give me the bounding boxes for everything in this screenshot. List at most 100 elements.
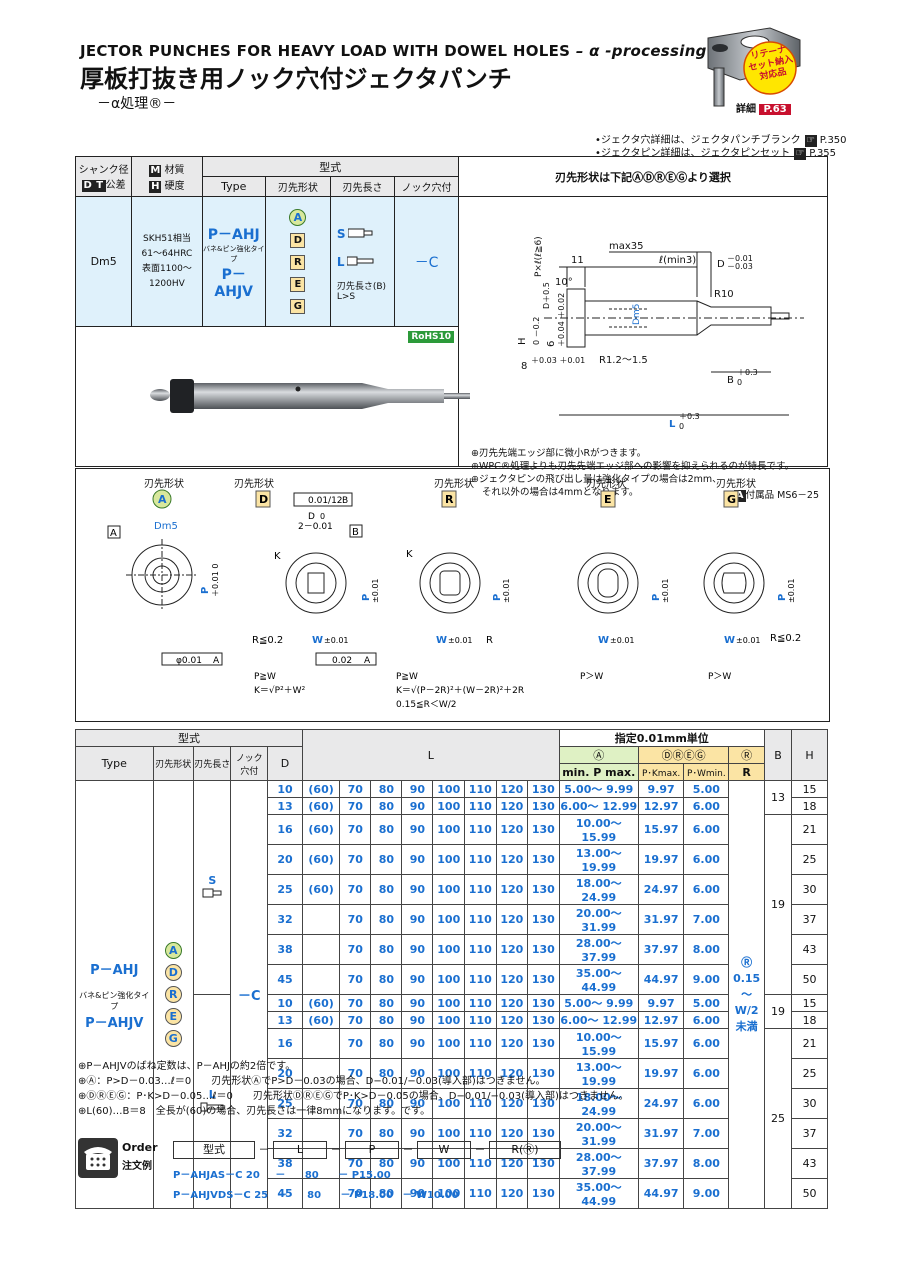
long-tip-icon xyxy=(200,1102,224,1111)
svg-text:8: 8 xyxy=(521,361,527,372)
svg-text:A: A xyxy=(110,528,117,539)
svg-text:－0.01: －0.01 xyxy=(727,254,753,263)
svg-text:0: 0 xyxy=(679,422,684,431)
svg-text:0.15≦R＜W/2: 0.15≦R＜W/2 xyxy=(396,700,457,710)
svg-text:A: A xyxy=(158,493,167,506)
svg-text:6: 6 xyxy=(546,341,557,347)
svg-text:±0.01: ±0.01 xyxy=(371,578,380,603)
svg-text:φ0.01: φ0.01 xyxy=(176,656,202,666)
select-title: 刃先形状は下記ⒶⒹⓇⒺⒼより選択 xyxy=(458,156,828,197)
svg-text:刃先形状: 刃先形状 xyxy=(586,477,626,490)
svg-text:W: W xyxy=(598,635,609,646)
footnote-4: ⊕L(60)…B＝8 全長が(60)の場合、刃先長さは一律8mmになります。です… xyxy=(78,1106,431,1117)
shank-value: Dm5 xyxy=(74,196,133,327)
retainer-badge: リテーナ セット納入 対応品 詳細 P.63 xyxy=(700,18,810,126)
drawing-notes: ⊕刃先先端エッジ部に微小Rがつきます。 ⊕WPC®処理よりも刃先先端エッジ部への… xyxy=(471,448,795,498)
svg-text:±0.01: ±0.01 xyxy=(787,578,796,603)
order-example-2: P－AHJVDS－C 25 － 80 － P18.00 － W10.00 xyxy=(173,1190,459,1201)
svg-text:D: D xyxy=(308,512,315,522)
svg-text:±0.01: ±0.01 xyxy=(736,636,761,645)
svg-text:P≧W: P≧W xyxy=(396,672,418,682)
svg-text:ℓ(min3): ℓ(min3) xyxy=(659,255,696,266)
footnote-1: ⊕P－AHJVのばね定数は、P－AHJの約2倍です。 xyxy=(78,1061,296,1072)
svg-text:E: E xyxy=(604,493,612,506)
order-label-en: Order xyxy=(122,1141,158,1154)
b-cell: 19 xyxy=(763,994,793,1029)
svg-text:B: B xyxy=(342,496,348,506)
tip-length-list: S L 刃先長さ(B) L>S xyxy=(329,196,396,327)
svg-text:P≧W: P≧W xyxy=(254,672,276,682)
svg-text:刃先形状: 刃先形状 xyxy=(144,477,184,490)
tip-shapes-section: 刃先形状 刃先形状 刃先形状 刃先形状 刃先形状 A A Dm5 P ＋0.01… xyxy=(75,468,830,722)
badge-detail: 詳細 P.63 xyxy=(736,100,791,115)
svg-text:A: A xyxy=(364,656,371,666)
length-l-cell: L xyxy=(193,994,232,1209)
tip-shapes-drawing: 刃先形状 刃先形状 刃先形状 刃先形状 刃先形状 A A Dm5 P ＋0.01… xyxy=(107,477,801,710)
svg-text:±0.01: ±0.01 xyxy=(324,636,349,645)
svg-text:＋0.03 ＋0.01: ＋0.03 ＋0.01 xyxy=(531,356,585,365)
svg-text:0.01/12: 0.01/12 xyxy=(308,496,343,506)
svg-text:10°: 10° xyxy=(555,277,573,288)
svg-text:R: R xyxy=(486,635,493,646)
svg-text:P: P xyxy=(492,594,503,601)
svg-text:R1.2～1.5: R1.2～1.5 xyxy=(599,355,648,366)
ref-page-link[interactable]: P.355 xyxy=(809,148,837,159)
svg-text:P＞W: P＞W xyxy=(708,672,731,682)
punch-block-icon xyxy=(707,27,801,107)
svg-text:H: H xyxy=(517,337,528,345)
catalog-ref-icon: ☞ xyxy=(804,135,817,147)
svg-text:P: P xyxy=(651,594,662,601)
svg-text:P×ℓ(ℓ≧6): P×ℓ(ℓ≧6) xyxy=(534,236,544,277)
svg-text:0.02: 0.02 xyxy=(332,656,352,666)
r-range-cell: Ⓡ 0.15 ～ W/2 未満 xyxy=(728,780,765,1209)
svg-text:K: K xyxy=(274,551,281,562)
svg-text:K＝√P²＋W²: K＝√P²＋W² xyxy=(254,685,306,696)
svg-text:±0.01: ±0.01 xyxy=(448,636,473,645)
order-example-1: P－AHJAS－C 20 － 80 － P15.00 xyxy=(173,1170,391,1181)
svg-text:0: 0 xyxy=(320,512,325,521)
svg-text:±0.01: ±0.01 xyxy=(610,636,635,645)
svg-text:B: B xyxy=(727,375,734,386)
svg-text:刃先形状: 刃先形状 xyxy=(234,477,274,490)
svg-text:P: P xyxy=(361,594,372,601)
svg-text:B: B xyxy=(352,527,359,538)
svg-text:＋0.04 ＋0.02: ＋0.04 ＋0.02 xyxy=(557,293,566,347)
title-english: JECTOR PUNCHES FOR HEAVY LOAD WITH DOWEL… xyxy=(80,42,730,60)
footnote-3: ⊕ⒹⓇⒺⒼ：P･K>D－0.05…ℓ＝0 刃先形状ⒹⓇⒺⒼでP･K>D－0.05… xyxy=(78,1091,629,1102)
dowel-value: －C xyxy=(394,196,459,327)
title-subtitle: －α処理®－ xyxy=(97,96,177,112)
svg-text:P: P xyxy=(777,594,788,601)
b-cell: 13 xyxy=(763,780,793,815)
svg-text:R≦0.2: R≦0.2 xyxy=(770,633,801,644)
svg-text:＋0.01 0: ＋0.01 0 xyxy=(211,564,220,597)
svg-text:2－0.01: 2－0.01 xyxy=(298,522,333,532)
svg-text:±0.01: ±0.01 xyxy=(661,578,670,603)
footnote-2: ⊕Ⓐ：P>D－0.03…ℓ＝0 刃先形状ⒶでP>D－0.03の場合、D−0.01… xyxy=(78,1076,546,1087)
short-tip-icon xyxy=(347,228,373,238)
svg-text:±0.01: ±0.01 xyxy=(502,578,511,603)
svg-text:P: P xyxy=(200,587,211,594)
svg-text:max35: max35 xyxy=(609,241,644,252)
ref-page-link[interactable]: P.350 xyxy=(819,135,847,146)
badge-page-ref[interactable]: P.63 xyxy=(759,104,791,115)
svg-text:＋0.3: ＋0.3 xyxy=(737,368,758,377)
svg-text:0 －0.2: 0 －0.2 xyxy=(532,317,541,345)
long-tip-icon xyxy=(346,256,374,266)
svg-text:11: 11 xyxy=(571,255,584,266)
svg-text:G: G xyxy=(727,493,736,506)
svg-text:0: 0 xyxy=(737,378,742,387)
